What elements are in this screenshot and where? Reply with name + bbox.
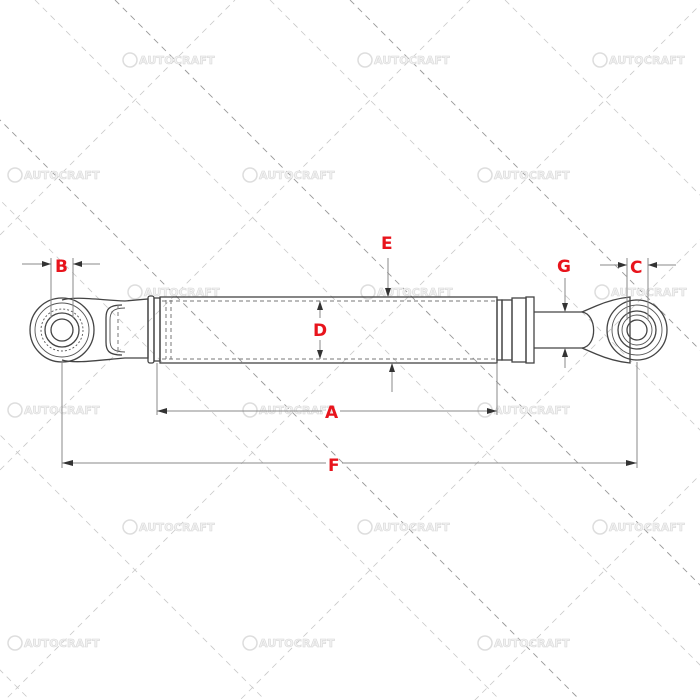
svg-text:AUTOCRAFT: AUTOCRAFT	[139, 521, 215, 534]
label-b: B	[55, 257, 68, 277]
svg-text:AUTOCRAFT: AUTOCRAFT	[609, 54, 685, 67]
label-c: C	[630, 258, 642, 278]
svg-text:AUTOCRAFT: AUTOCRAFT	[259, 169, 335, 182]
label-d: D	[313, 321, 327, 341]
dimension-g: G	[557, 257, 571, 368]
svg-text:AUTOCRAFT: AUTOCRAFT	[144, 286, 220, 299]
svg-text:AUTOCRAFT: AUTOCRAFT	[611, 286, 687, 299]
watermarks: AUTOCRAFT AUTOCRAFT AUTOCRAFT AUTOCRAFT …	[7, 52, 687, 651]
svg-text:AUTOCRAFT: AUTOCRAFT	[374, 54, 450, 67]
dimension-e: E	[381, 234, 395, 392]
svg-text:AUTOCRAFT: AUTOCRAFT	[24, 169, 100, 182]
label-e: E	[381, 234, 393, 254]
dimension-c: C	[600, 258, 676, 320]
svg-text:AUTOCRAFT: AUTOCRAFT	[494, 637, 570, 650]
label-a: A	[325, 403, 339, 423]
svg-text:AUTOCRAFT: AUTOCRAFT	[609, 521, 685, 534]
right-rod-eye	[581, 296, 668, 364]
dimension-b: B	[22, 257, 100, 318]
svg-text:AUTOCRAFT: AUTOCRAFT	[494, 404, 570, 417]
svg-text:AUTOCRAFT: AUTOCRAFT	[24, 637, 100, 650]
dimension-f: F	[61, 362, 638, 476]
cylinder-base-cap	[147, 295, 172, 364]
svg-text:AUTOCRAFT: AUTOCRAFT	[494, 169, 570, 182]
svg-text:AUTOCRAFT: AUTOCRAFT	[377, 286, 453, 299]
dimension-a: A	[156, 363, 498, 423]
piston-rod	[534, 311, 595, 349]
label-g: G	[557, 257, 571, 277]
svg-text:AUTOCRAFT: AUTOCRAFT	[374, 521, 450, 534]
label-f: F	[328, 456, 340, 476]
watermark-text: AUTOCRAFT	[139, 54, 215, 67]
cylinder-rod-gland	[496, 296, 535, 364]
svg-text:AUTOCRAFT: AUTOCRAFT	[259, 637, 335, 650]
dimension-d: D	[313, 301, 327, 359]
